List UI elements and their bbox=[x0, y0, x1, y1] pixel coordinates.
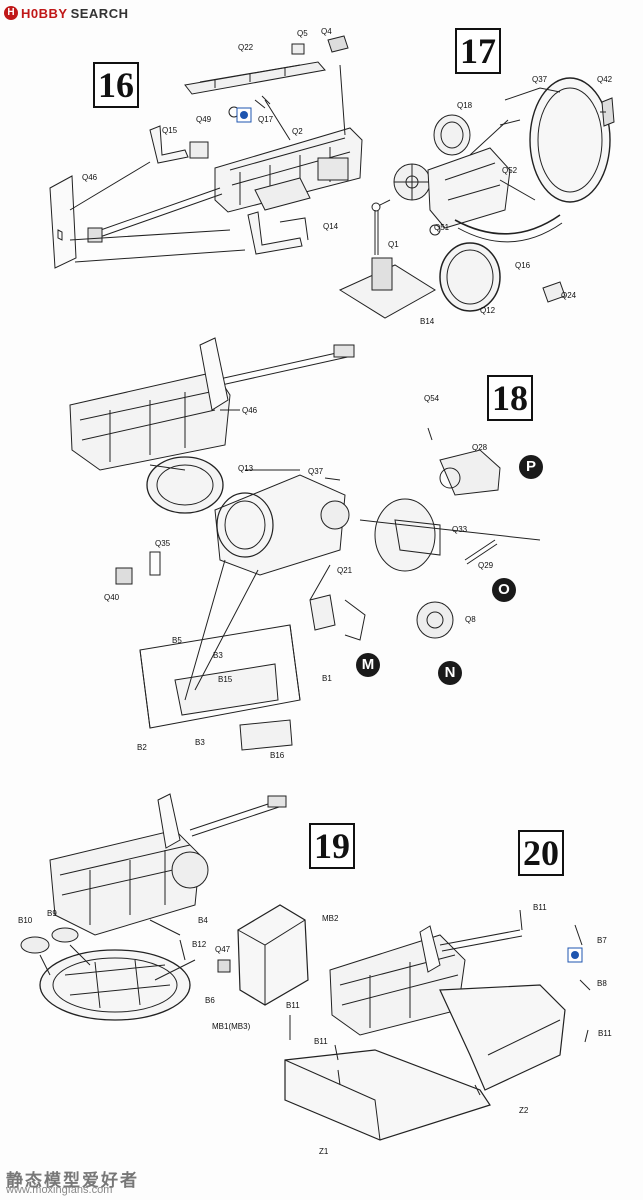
label-b10: B10 bbox=[18, 916, 33, 925]
site-header: H H0BBY SEARCH bbox=[4, 3, 128, 23]
sub-assembly-badge-p: P bbox=[519, 455, 543, 479]
step-16-number: 16 bbox=[93, 62, 139, 108]
label-q21: Q21 bbox=[337, 566, 353, 575]
sub-assembly-badge-m: M bbox=[356, 653, 380, 677]
step-17-drawing bbox=[338, 77, 615, 319]
label-b9: B9 bbox=[47, 909, 57, 918]
sub-assembly-badge-o: O bbox=[492, 578, 516, 602]
label-q33: Q33 bbox=[452, 525, 468, 534]
label-q28: Q28 bbox=[472, 443, 488, 452]
label-q46-step16: Q46 bbox=[82, 173, 98, 182]
label-z1: Z1 bbox=[319, 1147, 329, 1156]
label-q15: Q15 bbox=[162, 126, 178, 135]
label-q16: Q16 bbox=[515, 261, 531, 270]
label-q24: Q24 bbox=[561, 291, 577, 300]
step-19-drawing bbox=[20, 793, 309, 1021]
label-q29: Q29 bbox=[478, 561, 494, 570]
label-q40: Q40 bbox=[104, 593, 120, 602]
label-q13: Q13 bbox=[238, 464, 254, 473]
label-b3-lower: B3 bbox=[195, 738, 205, 747]
label-q1: Q1 bbox=[388, 240, 399, 249]
step-20-drawing bbox=[284, 909, 591, 1141]
label-b1: B1 bbox=[322, 674, 332, 683]
label-b8: B8 bbox=[597, 979, 607, 988]
label-q35: Q35 bbox=[155, 539, 171, 548]
brand-name: H0BBY bbox=[21, 5, 68, 21]
sub-assembly-badge-n: N bbox=[438, 661, 462, 685]
label-q8: Q8 bbox=[465, 615, 476, 624]
label-q37-step18: Q37 bbox=[308, 467, 324, 476]
label-q37-step17: Q37 bbox=[532, 75, 548, 84]
step-19-number: 19 bbox=[309, 823, 355, 869]
label-q5: Q5 bbox=[297, 29, 308, 38]
label-b12: B12 bbox=[192, 940, 207, 949]
label-b11-top: B11 bbox=[533, 903, 547, 912]
label-q51: Q51 bbox=[434, 223, 450, 232]
label-q2: Q2 bbox=[292, 127, 303, 136]
label-b16: B16 bbox=[270, 751, 285, 760]
label-q54: Q54 bbox=[424, 394, 440, 403]
label-z2: Z2 bbox=[519, 1106, 529, 1115]
label-b4: B4 bbox=[198, 916, 208, 925]
label-q4: Q4 bbox=[321, 27, 332, 36]
label-b3-upper: B3 bbox=[213, 651, 223, 660]
step-20-number: 20 bbox=[518, 830, 564, 876]
label-b5: B5 bbox=[172, 636, 182, 645]
label-mb2: MB2 bbox=[322, 914, 339, 923]
label-q22: Q22 bbox=[238, 43, 254, 52]
label-b11-right: B11 bbox=[598, 1029, 612, 1038]
label-b7: B7 bbox=[597, 936, 607, 945]
label-q52: Q52 bbox=[502, 166, 518, 175]
brand-search: SEARCH bbox=[70, 5, 129, 21]
label-q18: Q18 bbox=[457, 101, 473, 110]
label-q49: Q49 bbox=[196, 115, 212, 124]
label-q42: Q42 bbox=[597, 75, 613, 84]
label-b14: B14 bbox=[420, 317, 435, 326]
step-18-drawing bbox=[69, 337, 541, 751]
label-b6: B6 bbox=[205, 996, 215, 1005]
step-17-number: 17 bbox=[455, 28, 501, 74]
label-q47: Q47 bbox=[215, 945, 231, 954]
label-mb1-mb3: MB1(MB3) bbox=[212, 1022, 251, 1031]
label-q17: Q17 bbox=[258, 115, 274, 124]
label-b11-mid: B11 bbox=[314, 1037, 328, 1046]
label-b2: B2 bbox=[137, 743, 147, 752]
label-b15: B15 bbox=[218, 675, 233, 684]
watermark-chinese: 静态模型爱好者 bbox=[6, 1171, 139, 1190]
label-q12: Q12 bbox=[480, 306, 496, 315]
watermark-url: www.moxingfans.com bbox=[6, 1184, 113, 1196]
hobbysearch-logo-icon: H bbox=[4, 6, 18, 20]
label-q14: Q14 bbox=[323, 222, 339, 231]
step-16-drawing bbox=[49, 35, 363, 269]
label-q46-step18: Q46 bbox=[242, 406, 258, 415]
label-b11-left: B11 bbox=[286, 1001, 300, 1010]
step-18-number: 18 bbox=[487, 375, 533, 421]
